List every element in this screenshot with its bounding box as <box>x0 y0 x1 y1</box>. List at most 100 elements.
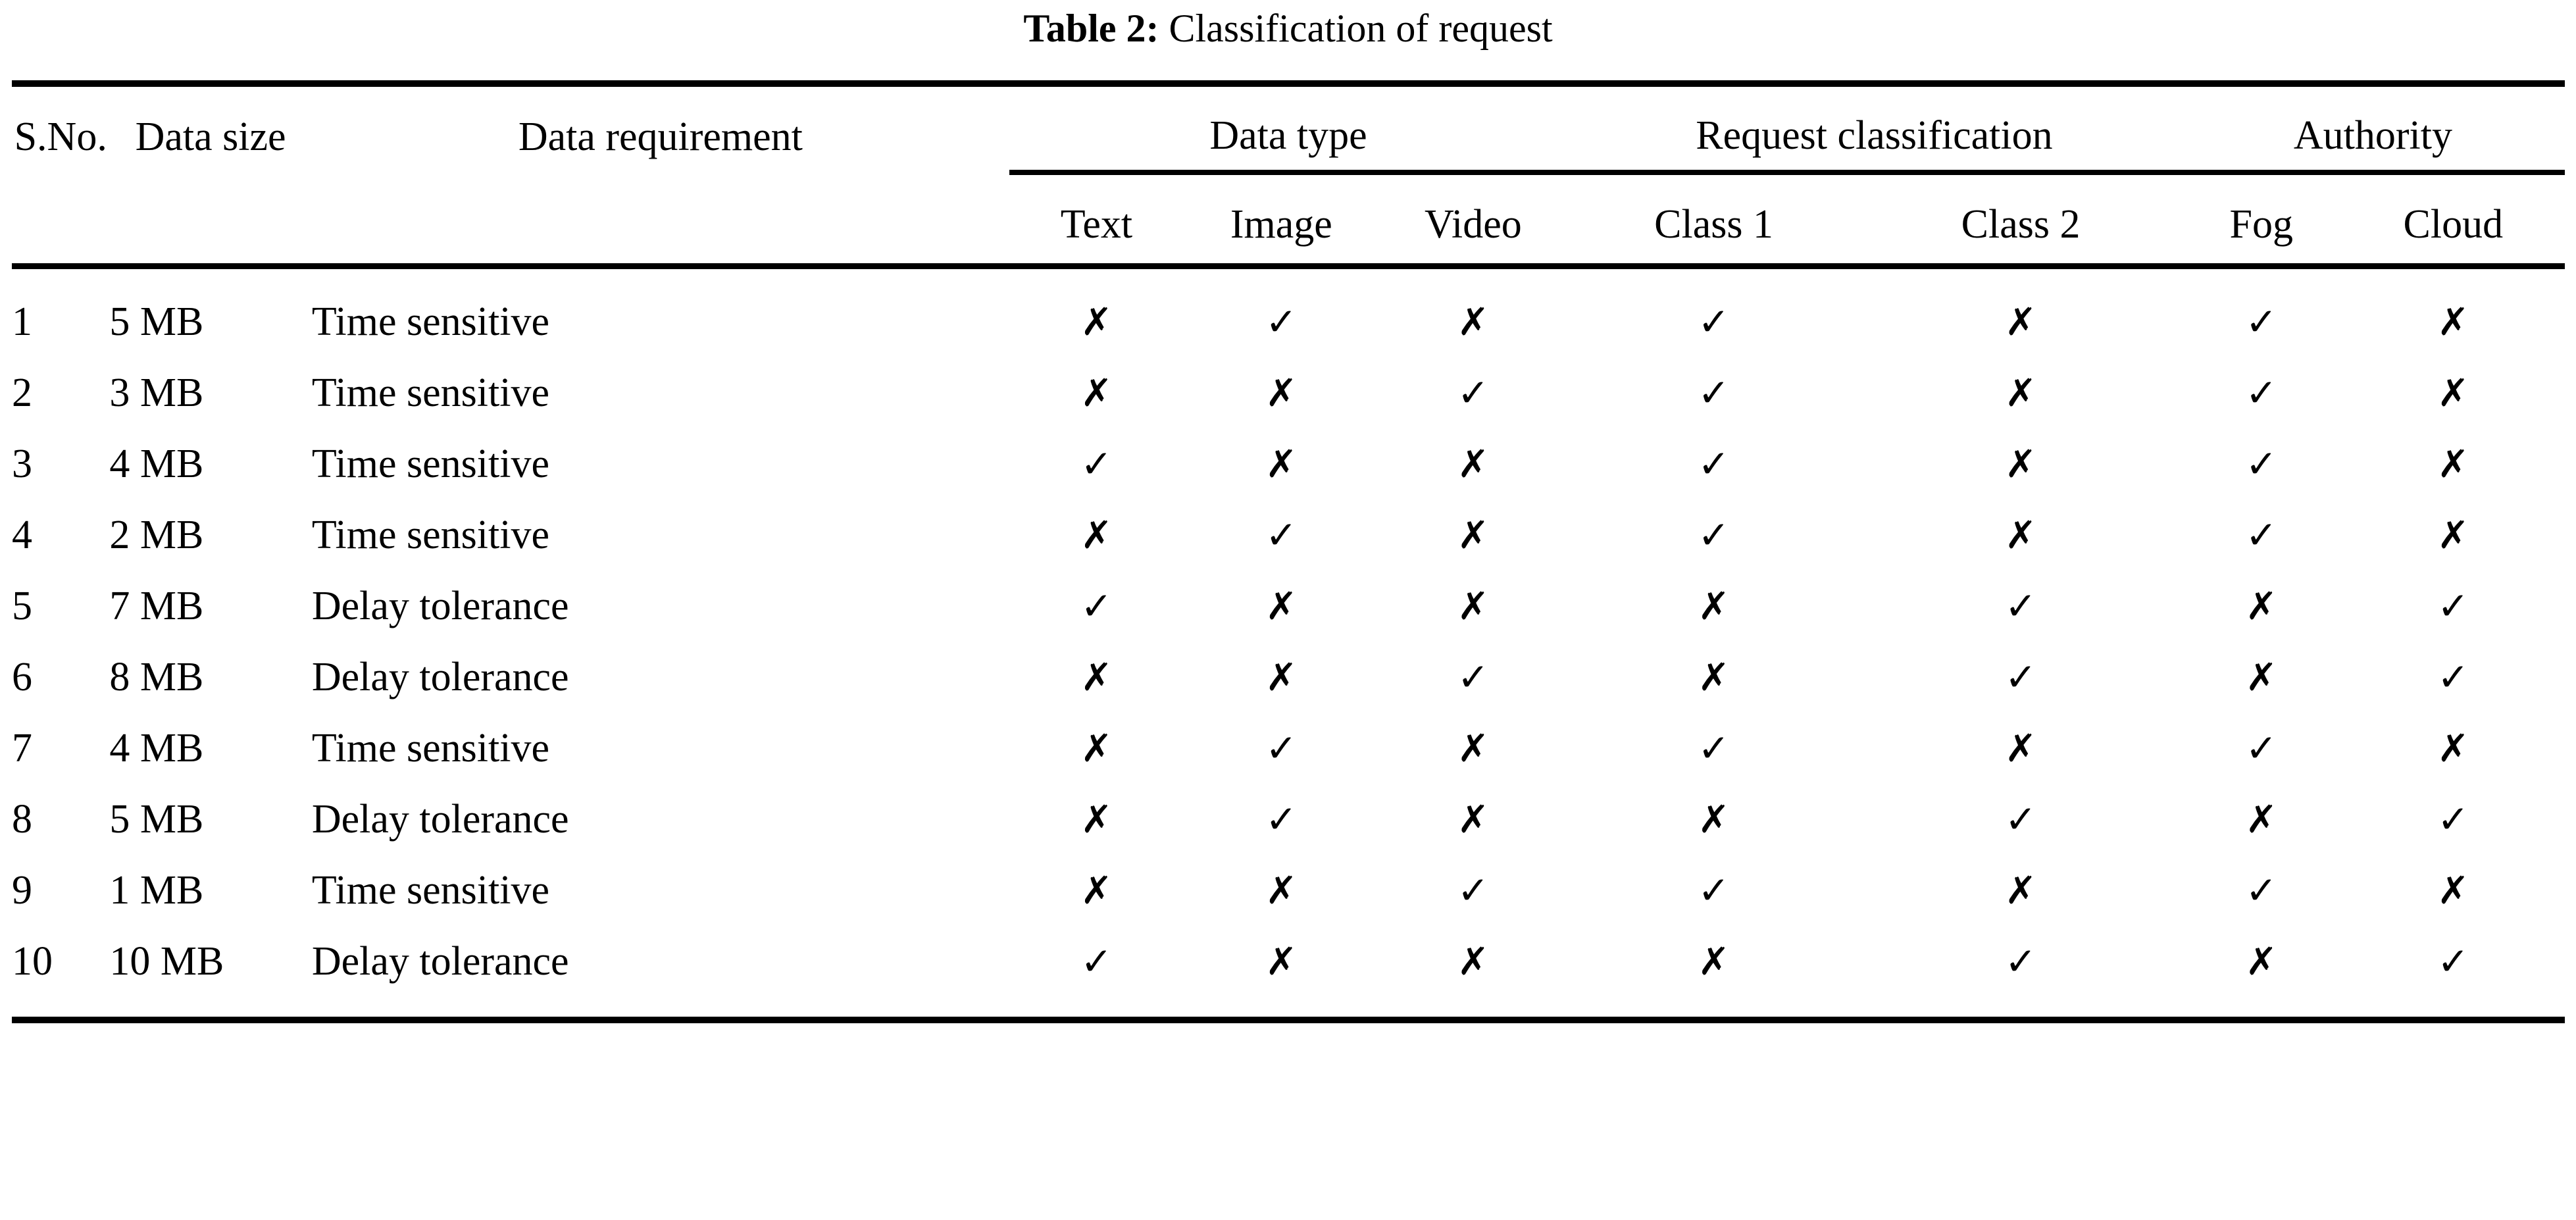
cell-sno: 9 <box>12 867 32 913</box>
mark-class2-icon: ✗ <box>2004 867 2037 913</box>
cell-cloud: ✗ <box>2342 428 2565 499</box>
cell-image: ✓ <box>1184 499 1379 571</box>
cell-data-requirement: Delay tolerance <box>311 796 569 842</box>
cell-text: ✗ <box>1009 286 1184 357</box>
table-row: 1 5 MB Time sensitive ✗ ✓ ✗ ✓ ✗ ✓ ✗ <box>12 286 2565 357</box>
mark-cloud-icon: ✓ <box>2437 654 2469 699</box>
table-row: 6 8 MB Delay tolerance ✗ ✗ ✓ ✗ ✓ ✗ ✓ <box>12 642 2565 713</box>
header-data-requirement: Data requirement <box>518 114 803 159</box>
mark-cloud-icon: ✗ <box>2437 725 2469 771</box>
cell-data-requirement: Time sensitive <box>311 441 549 486</box>
cell-class-2: ✓ <box>1860 571 2181 642</box>
mark-image-icon: ✓ <box>1265 796 1298 842</box>
mark-class2-icon: ✓ <box>2004 938 2037 984</box>
cell-video: ✗ <box>1379 784 1567 855</box>
mark-video-icon: ✗ <box>1457 512 1490 557</box>
cell-sno: 8 <box>12 796 32 842</box>
mark-fog-icon: ✓ <box>2245 512 2278 557</box>
cell-cloud: ✓ <box>2342 571 2565 642</box>
header-group-data-type: Data type <box>1009 104 1567 175</box>
mark-fog-icon: ✓ <box>2245 441 2278 486</box>
table-row: 9 1 MB Time sensitive ✗ ✗ ✓ ✓ ✗ ✓ ✗ <box>12 855 2565 926</box>
mark-fog-icon: ✗ <box>2245 796 2278 842</box>
mark-class2-icon: ✗ <box>2004 725 2037 771</box>
table-row: 3 4 MB Time sensitive ✓ ✗ ✗ ✓ ✗ ✓ ✗ <box>12 428 2565 499</box>
mark-text-icon: ✓ <box>1080 583 1113 628</box>
spacer-row-body <box>12 267 2565 287</box>
cell-data-size: 2 MB <box>109 512 204 557</box>
cell-class-2: ✗ <box>1860 499 2181 571</box>
cell-data-size: 5 MB <box>109 796 204 842</box>
leaf-header-row: Text Image Video Class 1 Class 2 Fog Clo… <box>12 172 2565 263</box>
mark-fog-icon: ✗ <box>2245 583 2278 628</box>
cell-class-1: ✓ <box>1567 428 1860 499</box>
mark-text-icon: ✗ <box>1080 867 1113 913</box>
cell-class-2: ✗ <box>1860 713 2181 784</box>
mark-image-icon: ✓ <box>1265 512 1298 557</box>
header-class-2: Class 2 <box>1961 201 2081 247</box>
mark-image-icon: ✗ <box>1265 583 1298 628</box>
mark-video-icon: ✓ <box>1457 654 1490 699</box>
mark-video-icon: ✗ <box>1457 583 1490 628</box>
cell-fog: ✗ <box>2181 926 2342 997</box>
cell-data-size: 4 MB <box>109 441 204 486</box>
mark-class1-icon: ✗ <box>1698 583 1730 628</box>
mark-image-icon: ✓ <box>1265 299 1298 344</box>
cell-fog: ✓ <box>2181 855 2342 926</box>
cell-image: ✗ <box>1184 926 1379 997</box>
mark-class2-icon: ✗ <box>2004 370 2037 415</box>
cell-data-requirement: Time sensitive <box>311 867 549 913</box>
group-header-row: S.No. Data size Data requirement Data ty… <box>12 104 2565 175</box>
cell-text: ✓ <box>1009 926 1184 997</box>
mark-image-icon: ✗ <box>1265 654 1298 699</box>
mark-class2-icon: ✓ <box>2004 796 2037 842</box>
mark-cloud-icon: ✗ <box>2437 299 2469 344</box>
mark-class1-icon: ✓ <box>1698 512 1730 557</box>
mark-cloud-icon: ✗ <box>2437 370 2469 415</box>
mark-text-icon: ✗ <box>1080 796 1113 842</box>
cell-fog: ✓ <box>2181 428 2342 499</box>
cell-cloud: ✗ <box>2342 855 2565 926</box>
cell-class-2: ✗ <box>1860 357 2181 428</box>
cell-fog: ✓ <box>2181 357 2342 428</box>
cell-class-2: ✓ <box>1860 784 2181 855</box>
cell-image: ✓ <box>1184 286 1379 357</box>
mark-cloud-icon: ✗ <box>2437 512 2469 557</box>
cell-text: ✗ <box>1009 642 1184 713</box>
cell-class-1: ✓ <box>1567 713 1860 784</box>
cell-sno: 10 <box>12 938 53 984</box>
mark-image-icon: ✗ <box>1265 938 1298 984</box>
cell-fog: ✓ <box>2181 499 2342 571</box>
mark-class2-icon: ✗ <box>2004 299 2037 344</box>
cell-class-1: ✓ <box>1567 855 1860 926</box>
mark-text-icon: ✗ <box>1080 299 1113 344</box>
cell-data-size: 10 MB <box>109 938 224 984</box>
mark-text-icon: ✓ <box>1080 938 1113 984</box>
cell-class-2: ✓ <box>1860 926 2181 997</box>
mark-image-icon: ✓ <box>1265 725 1298 771</box>
mark-class1-icon: ✗ <box>1698 654 1730 699</box>
cell-data-requirement: Time sensitive <box>311 512 549 557</box>
table-container: S.No. Data size Data requirement Data ty… <box>12 77 2565 1023</box>
cell-image: ✓ <box>1184 713 1379 784</box>
cell-class-2: ✗ <box>1860 855 2181 926</box>
cell-video: ✓ <box>1379 357 1567 428</box>
cell-data-size: 8 MB <box>109 654 204 699</box>
cell-cloud: ✗ <box>2342 286 2565 357</box>
header-cloud: Cloud <box>2403 201 2504 247</box>
mark-cloud-icon: ✗ <box>2437 441 2469 486</box>
mark-text-icon: ✓ <box>1080 441 1113 486</box>
cell-fog: ✗ <box>2181 642 2342 713</box>
cell-data-requirement: Delay tolerance <box>311 583 569 628</box>
mark-class1-icon: ✗ <box>1698 796 1730 842</box>
cell-image: ✗ <box>1184 571 1379 642</box>
header-video: Video <box>1424 201 1522 247</box>
table-row: 7 4 MB Time sensitive ✗ ✓ ✗ ✓ ✗ ✓ ✗ <box>12 713 2565 784</box>
cell-image: ✗ <box>1184 642 1379 713</box>
cell-sno: 3 <box>12 441 32 486</box>
mark-cloud-icon: ✓ <box>2437 796 2469 842</box>
cell-cloud: ✓ <box>2342 784 2565 855</box>
cell-data-requirement: Delay tolerance <box>311 938 569 984</box>
mark-text-icon: ✗ <box>1080 725 1113 771</box>
mark-class1-icon: ✓ <box>1698 441 1730 486</box>
